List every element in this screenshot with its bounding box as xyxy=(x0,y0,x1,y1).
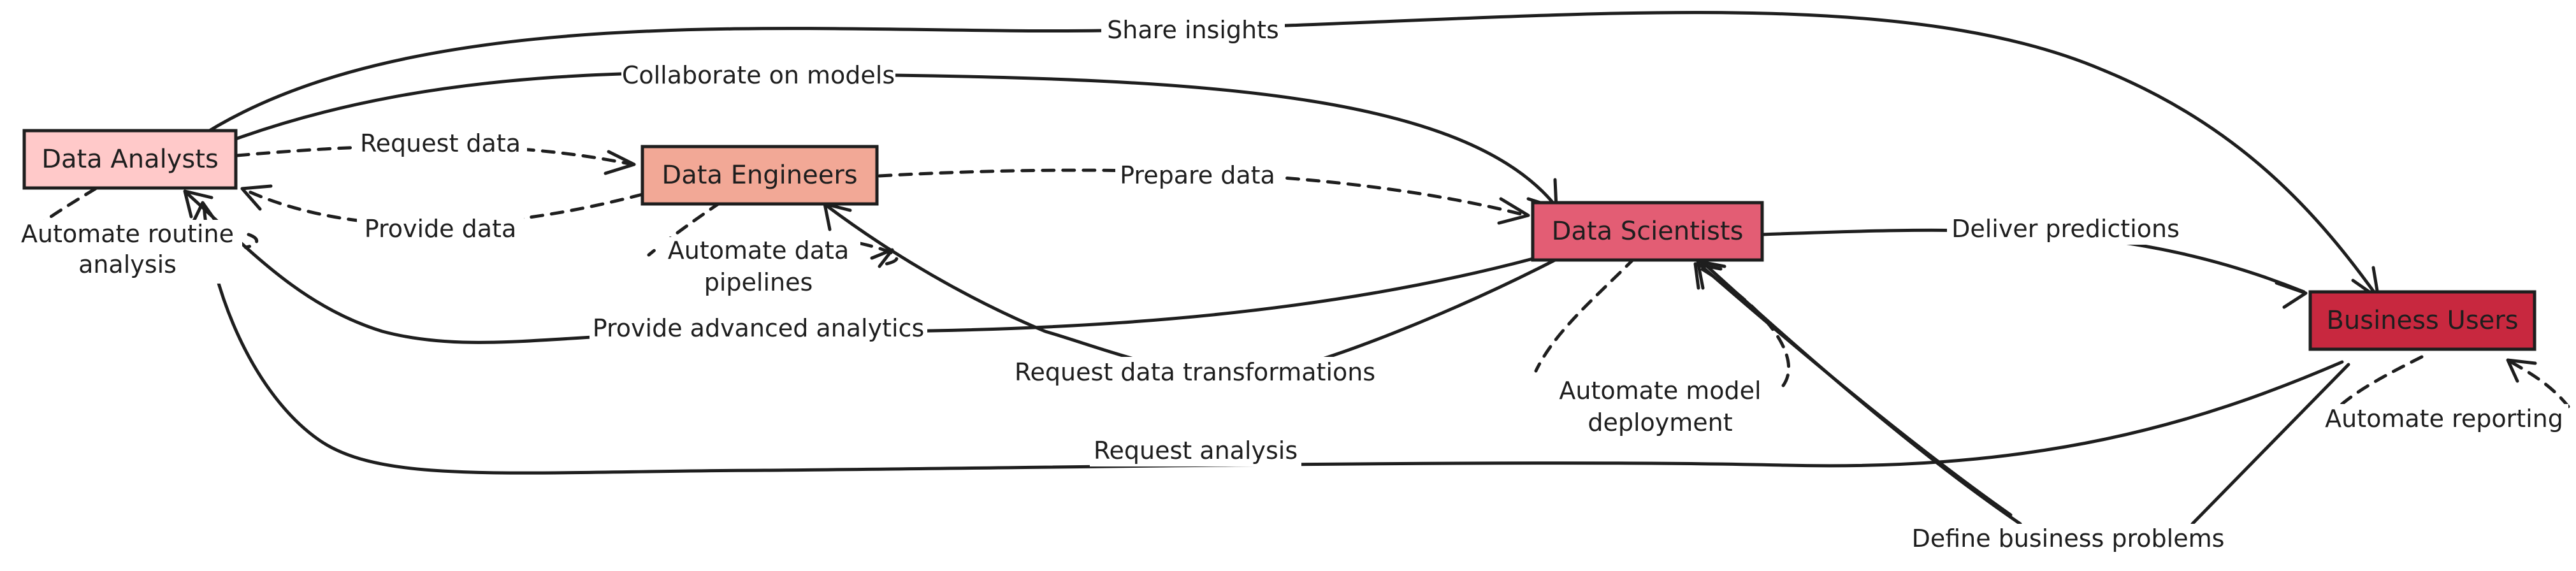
label-automate-reporting: Automate reporting xyxy=(2325,405,2563,433)
edge-automate-routine-analysis xyxy=(22,187,258,249)
node-business-users-label: Business Users xyxy=(2326,306,2518,335)
node-business-users-box xyxy=(2308,290,2536,351)
node-data-scientists[interactable]: Data Scientists xyxy=(1531,201,1764,262)
label-prepare-data: Prepare data xyxy=(1120,161,1275,189)
label-request-data: Request data xyxy=(360,129,521,157)
node-data-engineers[interactable]: Data Engineers xyxy=(640,145,879,206)
label-request-data-transformations: Request data transformations xyxy=(1015,358,1375,386)
edge-request-data-transformations xyxy=(823,202,1557,376)
label-deliver-predictions: Deliver predictions xyxy=(1951,215,2180,243)
label-automate-model-deployment-line1: Automate model xyxy=(1559,377,1761,405)
node-data-scientists-label: Data Scientists xyxy=(1552,217,1744,246)
label-define-business-problems: Define business problems xyxy=(1912,524,2225,553)
node-data-analysts[interactable]: Data Analysts xyxy=(22,129,238,190)
edge-automate-reporting xyxy=(2337,355,2570,408)
node-data-engineers-label: Data Engineers xyxy=(662,161,857,190)
label-automate-data-pipelines-line1: Automate data xyxy=(668,236,849,264)
edge-request-analysis xyxy=(189,201,2344,475)
label-automate-model-deployment-line2: deployment xyxy=(1588,408,1732,437)
edge-automate-model-deployment xyxy=(1534,256,1791,387)
label-provide-advanced-analytics: Provide advanced analytics xyxy=(593,314,925,342)
label-provide-data: Provide data xyxy=(365,215,517,243)
node-data-analysts-label: Data Analysts xyxy=(41,145,219,174)
node-data-engineers-box xyxy=(640,145,879,206)
node-business-users[interactable]: Business Users xyxy=(2308,290,2536,351)
node-data-scientists-box xyxy=(1531,201,1764,262)
label-automate-routine-analysis-line2: analysis xyxy=(78,250,177,278)
edge-automate-data-pipelines xyxy=(647,201,899,268)
edge-define-business-problems xyxy=(1696,259,2350,526)
label-collaborate-on-models: Collaborate on models xyxy=(622,61,895,89)
label-share-insights: Share insights xyxy=(1107,16,1279,44)
node-data-analysts-box xyxy=(22,129,238,190)
label-automate-routine-analysis-line1: Automate routine xyxy=(21,220,234,248)
label-automate-data-pipelines-line2: pipelines xyxy=(704,268,813,296)
label-request-analysis: Request analysis xyxy=(1094,437,1298,465)
